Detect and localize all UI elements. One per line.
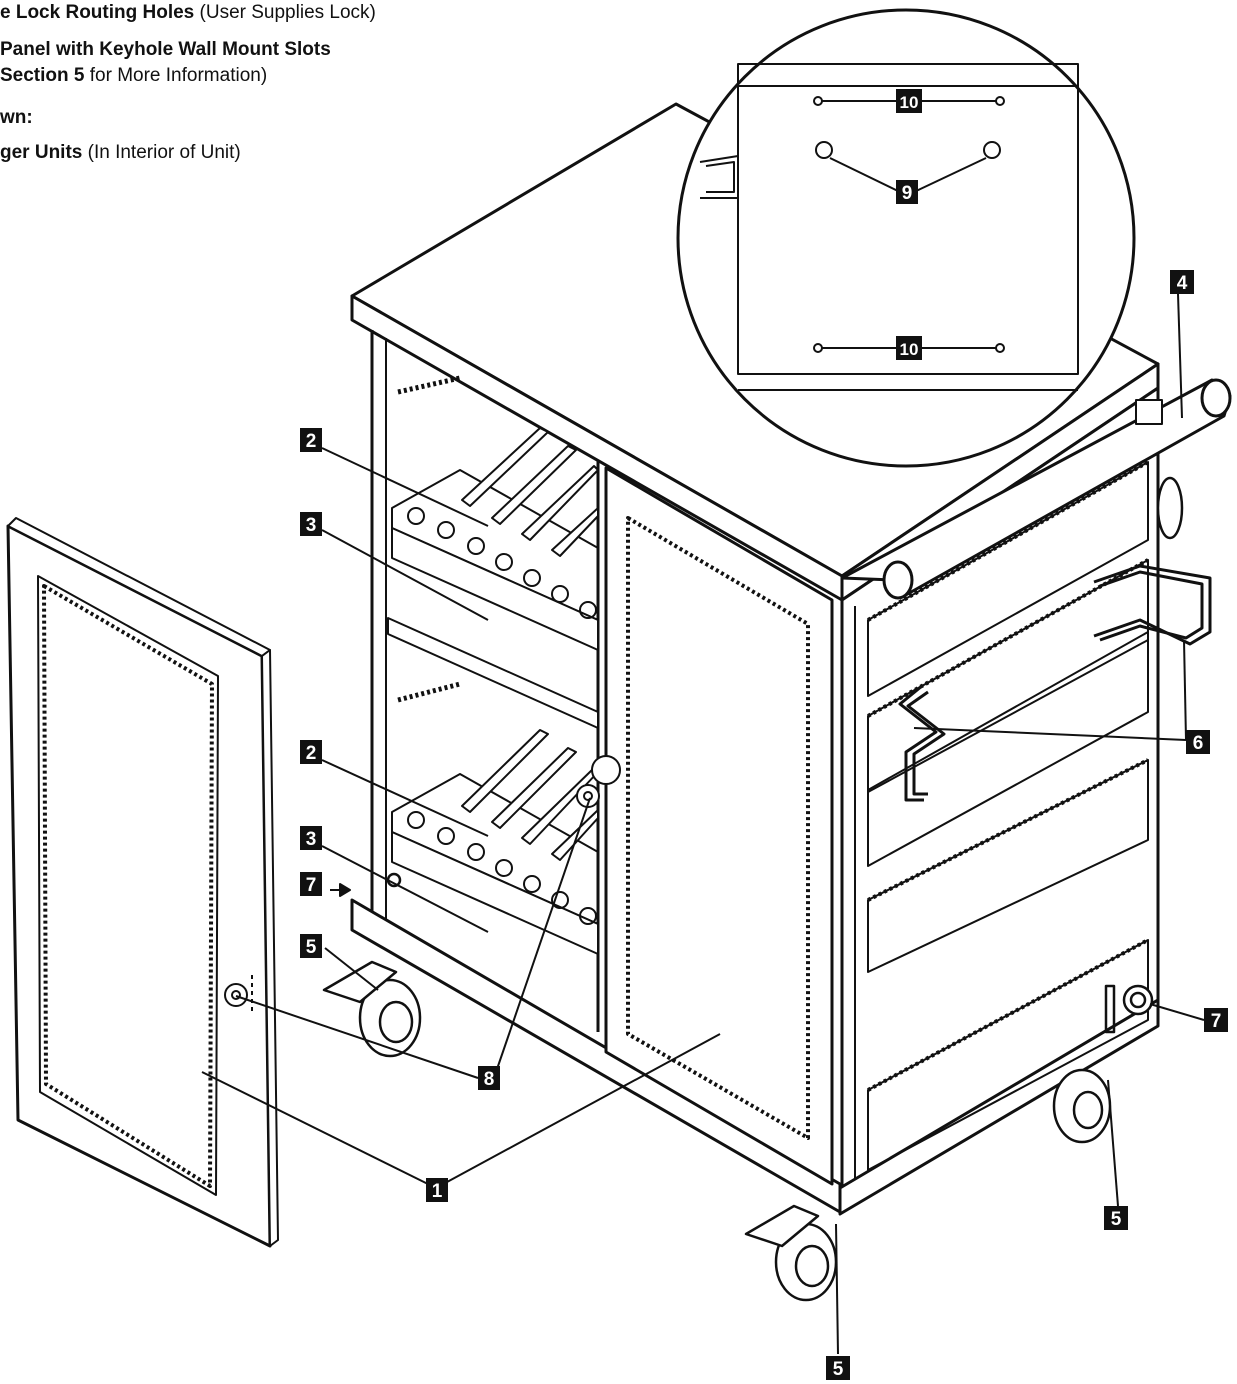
push-handle	[840, 378, 1232, 600]
callout-2-lower: 2	[300, 740, 322, 764]
callout-label: 5	[306, 937, 317, 958]
callout-2-upper: 2	[300, 428, 322, 452]
callout-1: 1	[426, 1178, 448, 1202]
callout-3-upper: 3	[300, 512, 322, 536]
lower-shelf	[387, 617, 599, 955]
lock-routing-holes	[386, 872, 1154, 1034]
callout-7-left: 7	[300, 872, 322, 896]
legend-line-section-5: Section 5 for More Information)	[0, 63, 267, 89]
callout-label: 3	[306, 515, 317, 536]
callout-10-top: 10	[896, 89, 922, 113]
callout-4: 4	[1170, 270, 1194, 294]
callout-6: 6	[1186, 730, 1210, 754]
legend-text: for More Information)	[84, 65, 268, 86]
legend-line-not-shown: wn:	[0, 105, 33, 131]
callout-7-right: 7	[1204, 1008, 1228, 1032]
legend-text: (In Interior of Unit)	[82, 142, 241, 163]
callout-5-bottom: 5	[826, 1356, 850, 1380]
door-latch	[576, 755, 621, 808]
legend-bold-text: ger Units	[0, 142, 83, 163]
callout-9: 9	[896, 180, 918, 204]
legend-line-charger-units: ger Units (In Interior of Unit)	[0, 140, 241, 166]
callout-label: 2	[306, 431, 317, 452]
legend-text: (User Supplies Lock)	[194, 2, 376, 23]
callout-5-left: 5	[300, 934, 322, 958]
legend-bold-text: Section 5	[0, 65, 85, 86]
upper-shelf	[391, 375, 599, 651]
callout-label: 5	[833, 1359, 844, 1380]
callout-label: 5	[1111, 1209, 1122, 1230]
callout-label: 9	[902, 183, 913, 204]
legend-bold-text: wn:	[0, 107, 33, 128]
callout-3-lower: 3	[300, 826, 322, 850]
callout-label: 10	[900, 340, 919, 359]
callout-label: 8	[484, 1069, 495, 1090]
legend-line-keyhole-panel: Panel with Keyhole Wall Mount Slots	[0, 37, 331, 63]
leader-lines	[201, 293, 1205, 1355]
legend-bold-text: Panel with Keyhole Wall Mount Slots	[0, 39, 331, 60]
callout-5-right: 5	[1104, 1206, 1128, 1230]
magnified-back-panel-inset	[676, 8, 1136, 468]
callout-label: 3	[306, 829, 317, 850]
callout-label: 7	[1211, 1011, 1222, 1032]
legend-line-lock-routing-holes: e Lock Routing Holes (User Supplies Lock…	[0, 0, 376, 26]
callout-label: 10	[900, 93, 919, 112]
callout-label: 4	[1177, 273, 1188, 294]
callout-10-bottom: 10	[896, 336, 922, 360]
cord-wraps	[898, 564, 1212, 802]
callout-8: 8	[478, 1066, 500, 1090]
callout-label: 7	[306, 875, 317, 896]
callout-label: 1	[432, 1181, 443, 1202]
legend-bold-text: e Lock Routing Holes	[0, 2, 195, 23]
callout-label: 6	[1193, 733, 1204, 754]
side-vent-panels	[867, 460, 1149, 1171]
callout-label: 2	[306, 743, 317, 764]
removed-door	[6, 517, 279, 1248]
casters	[322, 476, 1184, 1302]
